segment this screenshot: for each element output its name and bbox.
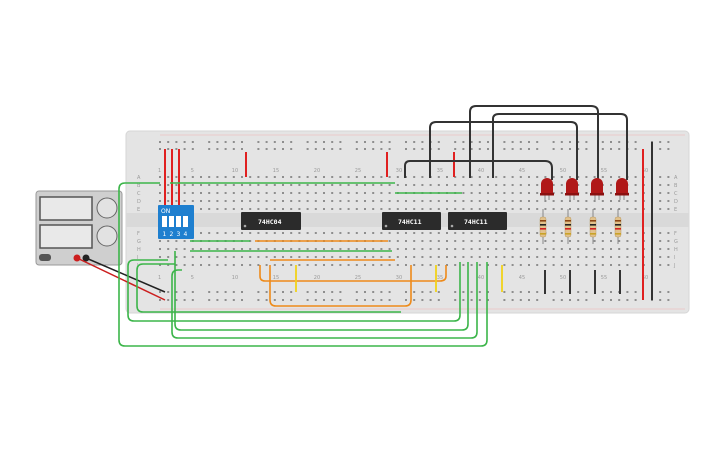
power-supply-voltage-knob[interactable]: [96, 197, 118, 219]
column-number-top: 35: [437, 168, 443, 174]
orange-wires: [255, 240, 447, 307]
row-letter: J: [673, 263, 675, 269]
column-number-top: 50: [560, 168, 566, 174]
column-number-bottom: 50: [560, 275, 566, 281]
row-letter: I: [137, 255, 138, 261]
dip-switch-toggle-1[interactable]: [162, 216, 167, 227]
column-number-top: 60: [642, 168, 648, 174]
row-letter: I: [674, 255, 675, 261]
dip-switch-toggle-2[interactable]: [169, 216, 174, 227]
chip-74hc04[interactable]: 74HC04: [241, 212, 301, 230]
row-letter: B: [137, 183, 141, 189]
column-number-bottom: 35: [437, 275, 443, 281]
column-number-top: 25: [355, 168, 361, 174]
column-number-bottom: 1: [158, 275, 161, 281]
red-wires: [164, 149, 644, 300]
resistor-group: [539, 209, 622, 244]
row-letter: C: [137, 191, 141, 197]
wire-black-led3[interactable]: [469, 105, 599, 180]
row-letter: H: [137, 247, 141, 253]
column-number-bottom: 5: [191, 275, 194, 281]
resistor-4[interactable]: [614, 209, 622, 244]
column-number-bottom: 30: [396, 275, 402, 281]
row-letter: B: [674, 183, 678, 189]
column-number-top: 15: [273, 168, 279, 174]
wire-green-1[interactable]: [118, 182, 488, 347]
column-number-top: 5: [191, 168, 194, 174]
row-letter: D: [137, 199, 141, 205]
green-wires: [118, 182, 488, 347]
dip-switch-on-label: ON: [161, 208, 170, 215]
power-supply-current-knob[interactable]: [96, 225, 118, 247]
wire-black-led2[interactable]: [429, 121, 578, 180]
power-supply-switch[interactable]: [39, 254, 51, 261]
led-1[interactable]: [540, 178, 554, 200]
chip-74hc11-b[interactable]: 74HC11: [448, 212, 507, 230]
resistor-1[interactable]: [539, 209, 547, 244]
column-number-bottom: 60: [642, 275, 648, 281]
dip-switch-toggle-3[interactable]: [176, 216, 181, 227]
row-letter: E: [674, 207, 677, 213]
dip-switch-number-1: 1: [163, 231, 167, 238]
row-letter: A: [674, 175, 678, 181]
wire-green-4[interactable]: [171, 262, 478, 339]
column-number-bottom: 25: [355, 275, 361, 281]
led-3[interactable]: [590, 178, 604, 200]
black-wires: [404, 105, 628, 294]
dip-switch[interactable]: ON 1 2 3 4: [158, 205, 194, 239]
power-supply[interactable]: [35, 190, 123, 266]
wire-orange-3[interactable]: [259, 265, 447, 282]
yellow-wires: [295, 265, 503, 292]
column-number-bottom: 15: [273, 275, 279, 281]
column-number-bottom: 45: [519, 275, 525, 281]
row-letter: G: [674, 239, 678, 245]
column-number-bottom: 40: [478, 275, 484, 281]
led-group: [540, 178, 629, 200]
chip-74hc04-label: 74HC04: [258, 218, 282, 226]
column-number-bottom: 55: [601, 275, 607, 281]
column-number-top: 10: [232, 168, 238, 174]
row-letter: D: [674, 199, 678, 205]
chip-74hc11-b-label: 74HC11: [464, 218, 488, 226]
power-supply-display-current: [39, 224, 93, 249]
row-letter: H: [674, 247, 678, 253]
led-4[interactable]: [615, 178, 629, 200]
column-number-top: 20: [314, 168, 320, 174]
resistor-2[interactable]: [564, 209, 572, 244]
dip-switch-number-3: 3: [177, 231, 181, 238]
column-number-bottom: 10: [232, 275, 238, 281]
wire-black-led1[interactable]: [404, 160, 553, 180]
chip-74hc11-a-label: 74HC11: [398, 218, 422, 226]
row-letter: E: [137, 207, 140, 213]
wire-green-5[interactable]: [174, 251, 469, 331]
column-number-top: 45: [519, 168, 525, 174]
column-number-top: 40: [478, 168, 484, 174]
column-number-top: 1: [158, 168, 161, 174]
row-letter: F: [137, 231, 140, 237]
row-letter: C: [674, 191, 678, 197]
column-number-top: 30: [396, 168, 402, 174]
breadboard-labels: 1155101015152020252530303535404045455050…: [136, 168, 678, 281]
wire-green-3[interactable]: [136, 263, 401, 313]
row-letter: F: [674, 231, 677, 237]
dip-switch-number-4: 4: [184, 231, 188, 238]
dip-switch-toggle-4[interactable]: [183, 216, 188, 227]
power-supply-display-voltage: [39, 196, 93, 221]
wire-green-2[interactable]: [127, 259, 461, 322]
wire-supply-positive[interactable]: [76, 257, 166, 301]
row-letter: G: [137, 239, 141, 245]
resistor-3[interactable]: [589, 209, 597, 244]
row-letter: A: [137, 175, 141, 181]
wire-orange-4[interactable]: [269, 265, 412, 307]
column-number-top: 55: [601, 168, 607, 174]
wire-black-led4[interactable]: [492, 113, 628, 180]
column-number-bottom: 20: [314, 275, 320, 281]
wire-supply-negative[interactable]: [85, 257, 166, 293]
chip-74hc11-a[interactable]: 74HC11: [382, 212, 441, 230]
led-2[interactable]: [565, 178, 579, 200]
dip-switch-number-2: 2: [170, 231, 174, 238]
